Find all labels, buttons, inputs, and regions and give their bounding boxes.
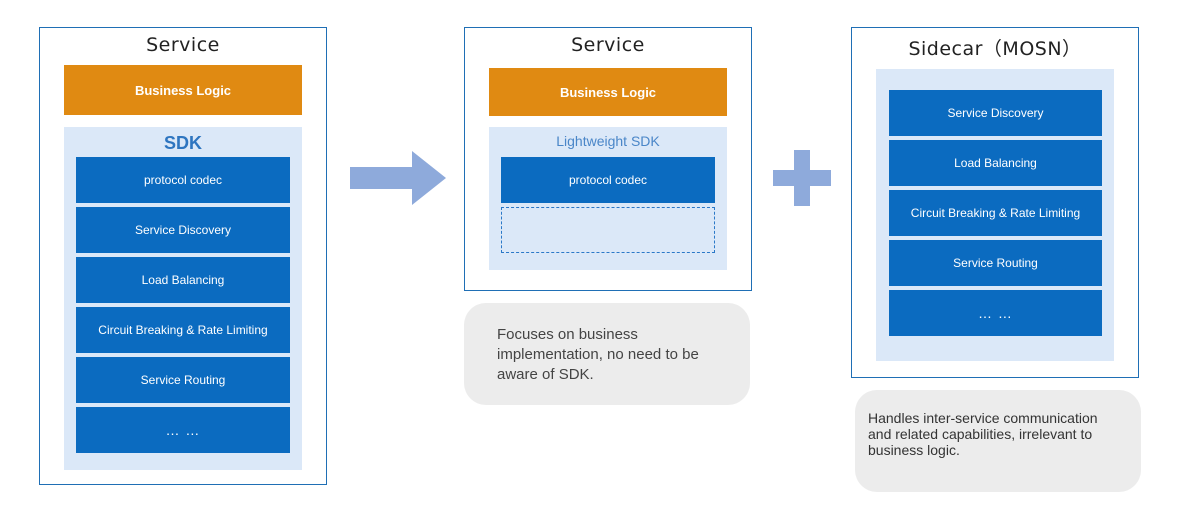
business-logic-middle: Business Logic <box>489 68 727 116</box>
arrow-icon <box>350 151 446 205</box>
sdk-title: SDK <box>163 133 202 153</box>
lightweight-sdk-title: Lightweight SDK <box>556 133 660 149</box>
left-module-service-discovery: Service Discovery <box>76 207 290 253</box>
right-note: Handles inter-service communication and … <box>855 390 1141 492</box>
right-module-service-routing: Service Routing <box>889 240 1102 286</box>
right-note-text: Handles inter-service communication and … <box>868 410 1098 458</box>
right-module-load-balancing: Load Balancing <box>889 140 1102 186</box>
empty-module-placeholder <box>501 207 715 253</box>
service-title-middle: Service <box>571 34 645 56</box>
sidecar-title: Sidecar（MOSN） <box>908 38 1082 60</box>
left-module-load-balancing: Load Balancing <box>76 257 290 303</box>
middle-module-protocol-codec: protocol codec <box>501 157 715 203</box>
right-module-service-discovery: Service Discovery <box>889 90 1102 136</box>
middle-note: Focuses on business implementation, no n… <box>464 303 750 405</box>
left-module-protocol-codec: protocol codec <box>76 157 290 203</box>
left-module-circuit-breaking: Circuit Breaking & Rate Limiting <box>76 307 290 353</box>
left-module-service-routing: Service Routing <box>76 357 290 403</box>
left-module-ellipsis: … … <box>76 407 290 453</box>
right-module-circuit-breaking: Circuit Breaking & Rate Limiting <box>889 190 1102 236</box>
service-title-left: Service <box>146 34 220 56</box>
middle-note-text: Focuses on business implementation, no n… <box>497 326 699 383</box>
right-module-ellipsis: … … <box>889 290 1102 336</box>
business-logic-left: Business Logic <box>64 65 302 115</box>
plus-icon <box>773 150 831 206</box>
